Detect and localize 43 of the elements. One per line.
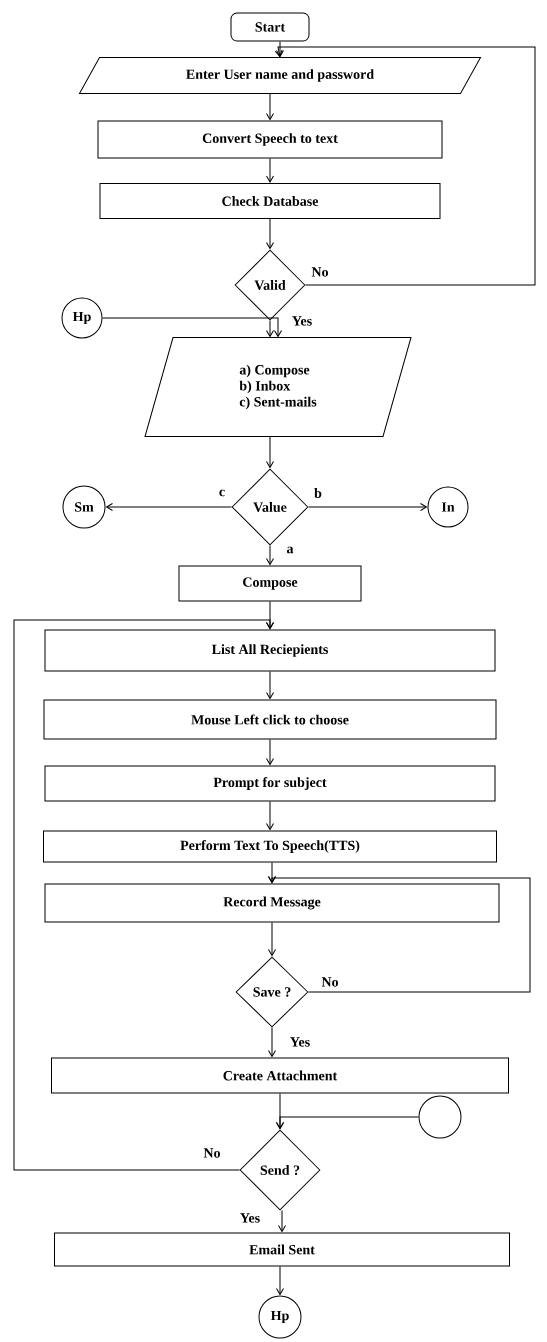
process-box: Perform Text To Speech(TTS) [43,830,497,863]
input-parallelogram: Enter User name and password [79,57,481,94]
arrow [278,1210,286,1232]
arrow [13,619,274,1171]
process-box: Convert Speech to text [97,120,443,159]
arrow [266,545,274,565]
edge-label: Yes [288,1036,312,1048]
arrow [266,218,274,249]
edge-label: b [313,487,323,499]
arrow [268,922,276,956]
arrow [266,93,274,120]
arrow [268,876,531,993]
arrow [266,320,274,337]
arrow [266,739,274,765]
process-box: Compose [178,565,362,602]
arrow [102,317,282,337]
process-box: Email Sent [54,1232,510,1267]
process-box: List All Reciepients [44,629,496,672]
arrow [308,503,427,511]
arrow [266,158,274,183]
input-parallelogram: a) Compose b) Inbox c) Sent-mails [144,337,412,437]
arrow [266,801,274,830]
process-box: Record Message [44,883,500,923]
process-box: Create Attachment [51,1057,509,1094]
connector-circle [418,1095,462,1139]
arrow [276,41,284,57]
arrow [274,46,536,286]
arrow [276,1116,419,1129]
process-box: Prompt for subject [44,765,496,802]
process-box: Check Database [99,183,441,219]
arrow [106,503,232,511]
arrow [268,1027,276,1057]
edge-label: No [310,266,330,278]
arrow [276,1266,284,1295]
terminal-box: Start [230,12,310,42]
edge-label: a [285,545,295,555]
edge-label: Yes [238,1212,262,1224]
arrow [266,436,274,468]
edge-label: No [202,1147,222,1159]
edge-label: c [217,488,227,498]
edge-label: No [320,976,340,988]
arrow [266,671,274,699]
process-box: Mouse Left click to choose [43,699,497,740]
